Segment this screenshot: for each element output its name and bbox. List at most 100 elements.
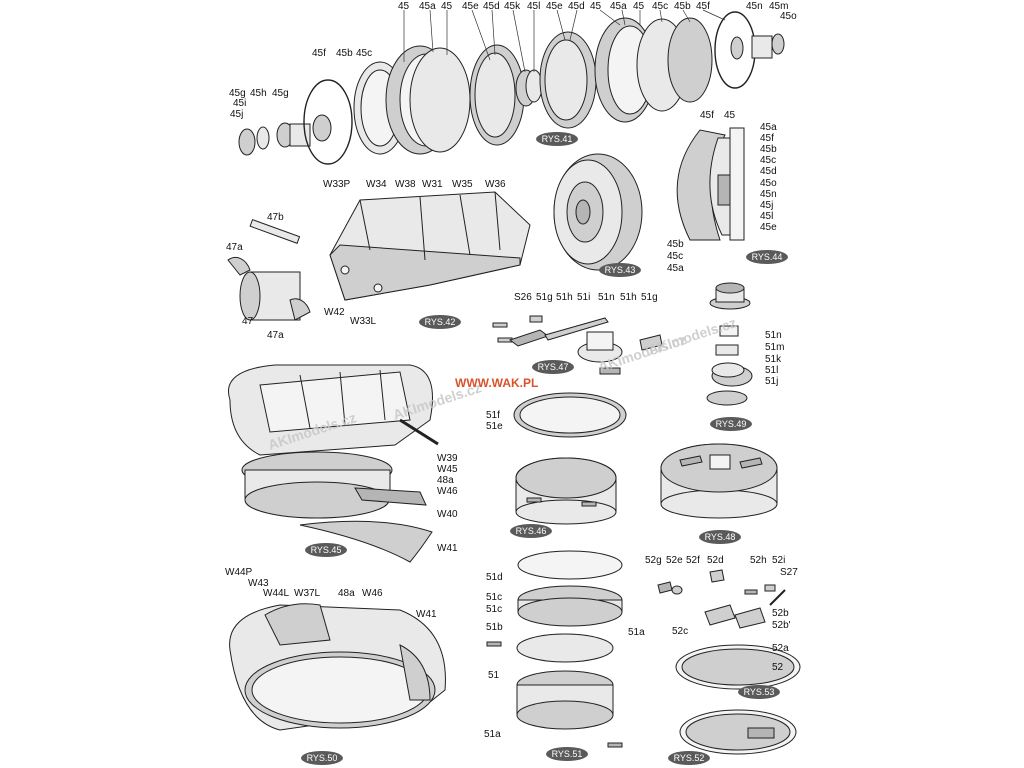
label-rys53-0: 52g bbox=[645, 555, 662, 566]
label-rys42-4: W35 bbox=[452, 179, 473, 190]
rys53-parts bbox=[657, 569, 801, 755]
svg-text:RYS.47: RYS.47 bbox=[538, 362, 569, 372]
label-top-8: 45d bbox=[568, 1, 585, 12]
label-top-11: 45 bbox=[633, 1, 645, 12]
svg-text:RYS.53: RYS.53 bbox=[744, 687, 775, 697]
part-45a-ring bbox=[409, 47, 471, 153]
rys48-parts bbox=[660, 443, 778, 519]
label-top-2: 45 bbox=[441, 1, 453, 12]
label-rys44-14: 45a bbox=[667, 263, 684, 274]
label-top-0: 45 bbox=[398, 1, 410, 12]
label-rys44-0: 45f bbox=[700, 110, 714, 121]
badge-rys49: RYS.49 bbox=[710, 417, 752, 431]
rys43-wheel bbox=[553, 153, 643, 271]
svg-text:RYS.42: RYS.42 bbox=[425, 317, 456, 327]
label-rys45-3: W46 bbox=[437, 486, 458, 497]
rys51-parts bbox=[486, 550, 623, 748]
label-rys41-3: 45g bbox=[229, 88, 246, 99]
label-rys42-7: 47a bbox=[226, 242, 243, 253]
watermark-wak: WWW.WAK.PL bbox=[455, 376, 538, 390]
label-top-16: 45m bbox=[769, 1, 788, 12]
label-rys47-6: 51g bbox=[641, 292, 658, 303]
label-rys42-3: W31 bbox=[422, 179, 443, 190]
label-rys44-4: 45b bbox=[760, 144, 777, 155]
label-top-3: 45e bbox=[462, 1, 479, 12]
label-rys45-2: 48a bbox=[437, 475, 454, 486]
label-top-13: 45b bbox=[674, 1, 691, 12]
label-top-10: 45a bbox=[610, 1, 627, 12]
part-labels: 45 45a 45 45e 45d 45k 45l 45e 45d 45 45a… bbox=[225, 1, 798, 740]
svg-text:RYS.50: RYS.50 bbox=[307, 753, 338, 763]
label-rys51-1: 51c bbox=[486, 592, 502, 603]
label-rys42-8: 47 bbox=[242, 316, 254, 327]
label-rys42-0: W33P bbox=[323, 179, 351, 190]
part-45f-ring bbox=[303, 79, 353, 165]
label-rys47-1: 51g bbox=[536, 292, 553, 303]
label-top-5: 45k bbox=[504, 1, 521, 12]
badge-rys50: RYS.50 bbox=[301, 751, 343, 765]
label-rys50-3: W37L bbox=[294, 588, 321, 599]
label-rys42-2: W38 bbox=[395, 179, 416, 190]
label-rys41-6: 45i bbox=[233, 98, 246, 109]
badge-rys41: RYS.41 bbox=[536, 132, 578, 146]
label-rys53-8: 52b bbox=[772, 608, 789, 619]
label-rys47-5: 51h bbox=[620, 292, 637, 303]
badge-rys46: RYS.46 bbox=[510, 524, 552, 538]
svg-text:RYS.44: RYS.44 bbox=[752, 252, 783, 262]
label-rys50-4: 48a bbox=[338, 588, 355, 599]
label-rys44-6: 45d bbox=[760, 166, 777, 177]
label-rys44-8: 45n bbox=[760, 189, 777, 200]
label-rys42-6: 47b bbox=[267, 212, 284, 223]
label-rys47-2: 51h bbox=[556, 292, 573, 303]
label-rys41-4: 45h bbox=[250, 88, 267, 99]
svg-text:RYS.51: RYS.51 bbox=[552, 749, 583, 759]
part-45d-disc-b bbox=[544, 39, 588, 121]
label-rys45-1: W45 bbox=[437, 464, 458, 475]
label-rys50-5: W46 bbox=[362, 588, 383, 599]
part-45o-cap bbox=[771, 33, 785, 55]
svg-text:RYS.48: RYS.48 bbox=[705, 532, 736, 542]
rys47-parts bbox=[492, 315, 663, 375]
label-rys44-1: 45 bbox=[724, 110, 736, 121]
badge-rys51: RYS.51 bbox=[546, 747, 588, 761]
label-rys46-0: 51f bbox=[486, 410, 500, 421]
part-45j-cone bbox=[238, 128, 256, 156]
label-top-9: 45 bbox=[590, 1, 602, 12]
label-rys42-10: W42 bbox=[324, 307, 345, 318]
label-rys44-3: 45f bbox=[760, 133, 774, 144]
label-rys44-2: 45a bbox=[760, 122, 777, 133]
label-rys53-10: 52a bbox=[772, 643, 789, 654]
figure-badges: RYS.41 RYS.42 RYS.43 RYS.44 RYS.45 RYS.4… bbox=[301, 132, 788, 765]
svg-text:RYS.49: RYS.49 bbox=[716, 419, 747, 429]
label-rys47-3: 51i bbox=[577, 292, 590, 303]
label-rys53-11: 52 bbox=[772, 662, 784, 673]
label-top-7: 45e bbox=[546, 1, 563, 12]
badge-rys45: RYS.45 bbox=[305, 543, 347, 557]
label-rys41-2: 45c bbox=[356, 48, 372, 59]
label-rys50-1: W43 bbox=[248, 578, 269, 589]
label-rys51-4: 51a bbox=[628, 627, 645, 638]
label-top-4: 45d bbox=[483, 1, 500, 12]
label-rys45-0: W39 bbox=[437, 453, 458, 464]
badge-rys42: RYS.42 bbox=[419, 315, 461, 329]
label-rys44-13: 45c bbox=[667, 251, 683, 262]
label-rys41-5: 45g bbox=[272, 88, 289, 99]
label-top-1: 45a bbox=[419, 1, 436, 12]
rys50-assembly bbox=[229, 603, 446, 731]
label-top-14: 45f bbox=[696, 1, 710, 12]
label-rys51-6: 51a bbox=[484, 729, 501, 740]
label-rys41-0: 45f bbox=[312, 48, 326, 59]
label-rys44-7: 45o bbox=[760, 178, 777, 189]
label-rys49-0: 51n bbox=[765, 330, 782, 341]
part-45g-cap bbox=[312, 114, 332, 142]
label-top-12: 45c bbox=[652, 1, 668, 12]
rys49-parts bbox=[706, 282, 753, 406]
badge-rys48: RYS.48 bbox=[699, 530, 741, 544]
label-rys50-2: W44L bbox=[263, 588, 290, 599]
part-45m-cylinder bbox=[751, 35, 773, 59]
label-rys53-6: S27 bbox=[780, 567, 798, 578]
label-rys51-2: 51c bbox=[486, 604, 502, 615]
label-rys41-1: 45b bbox=[336, 48, 353, 59]
rys42-frame bbox=[227, 191, 531, 321]
rys45-assembly bbox=[228, 364, 439, 563]
